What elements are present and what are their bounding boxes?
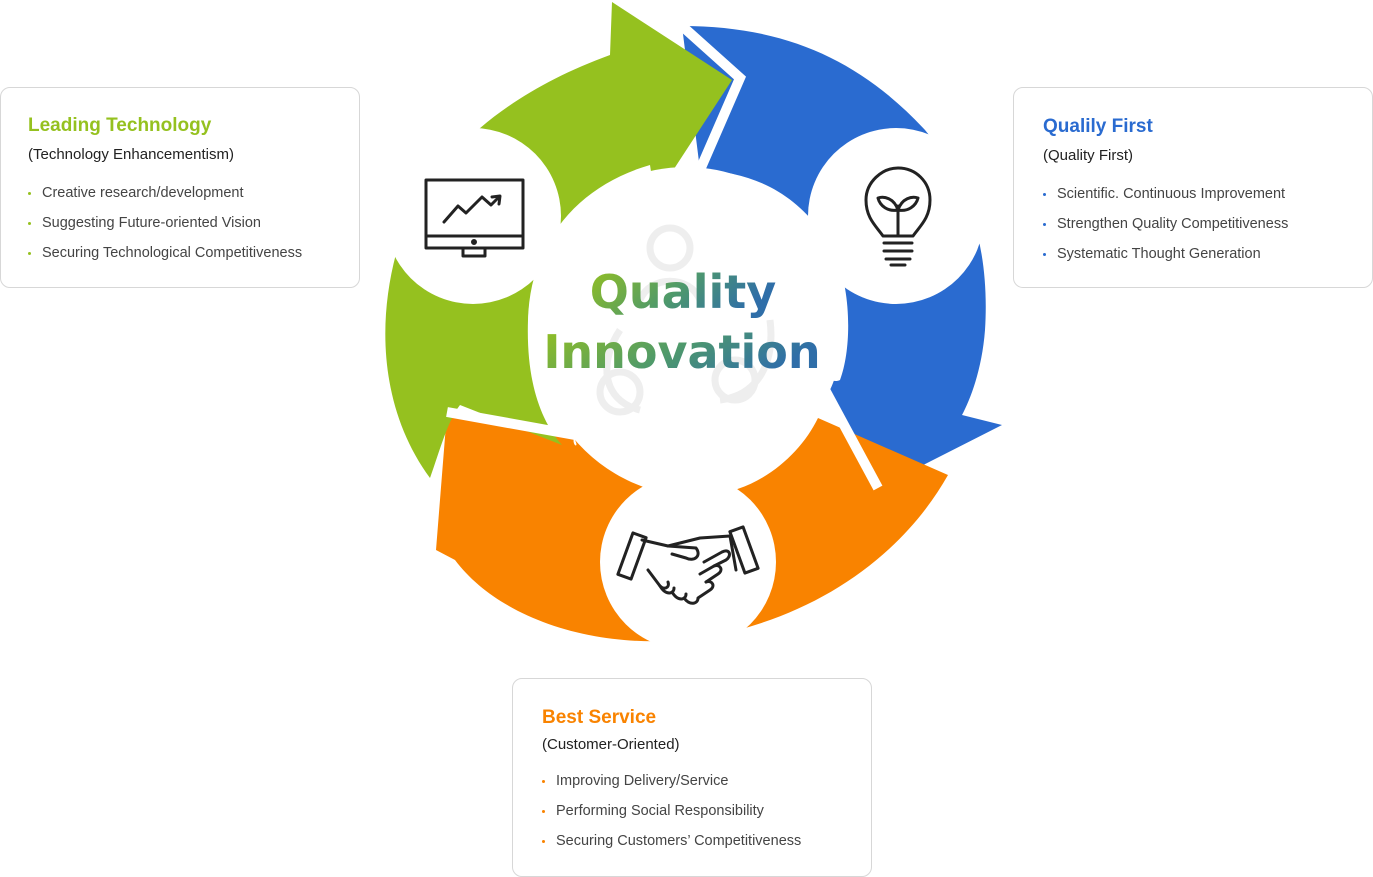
list-item: Performing Social Responsibility — [542, 796, 845, 826]
list-item: Securing Customers’ Competitiveness — [542, 826, 845, 856]
list-item: Improving Delivery/Service — [542, 766, 845, 796]
service-card-title: Best Service — [542, 707, 657, 728]
monitor-chart-icon — [424, 178, 525, 258]
list-item: Suggesting Future-oriented Vision — [28, 208, 333, 238]
tech-card-list: Creative research/development Suggesting… — [28, 178, 333, 268]
tech-icon-circle — [385, 128, 561, 304]
quality-card: Qualily First (Quality First) Scientific… — [1013, 87, 1373, 288]
service-card-subtitle: (Customer-Oriented) — [542, 735, 680, 753]
quality-card-list: Scientific. Continuous Improvement Stren… — [1043, 179, 1346, 269]
center-title-line1: Quality — [590, 265, 776, 319]
list-item: Systematic Thought Generation — [1043, 239, 1346, 269]
list-item: Strengthen Quality Competitiveness — [1043, 209, 1346, 239]
tech-card-title: Leading Technology — [28, 115, 212, 136]
list-item: Creative research/development — [28, 178, 333, 208]
service-icon-circle — [600, 474, 776, 650]
center-title-line2: Innovation — [543, 325, 820, 379]
quality-icon-circle — [808, 128, 984, 304]
quality-card-subtitle: (Quality First) — [1043, 146, 1133, 164]
service-card-list: Improving Delivery/Service Performing So… — [542, 766, 845, 856]
handshake-icon — [616, 525, 760, 605]
cycle-people-watermark-icon — [596, 224, 775, 416]
list-item: Scientific. Continuous Improvement — [1043, 179, 1346, 209]
lightbulb-sprout-icon — [864, 166, 932, 267]
quality-card-title: Qualily First — [1043, 116, 1153, 137]
tech-card: Leading Technology (Technology Enhanceme… — [0, 87, 360, 288]
list-item: Securing Technological Competitiveness — [28, 238, 333, 268]
service-card: Best Service (Customer-Oriented) Improvi… — [512, 678, 872, 877]
tech-card-subtitle: (Technology Enhancementism) — [28, 145, 234, 163]
green-arrow — [385, 2, 732, 478]
